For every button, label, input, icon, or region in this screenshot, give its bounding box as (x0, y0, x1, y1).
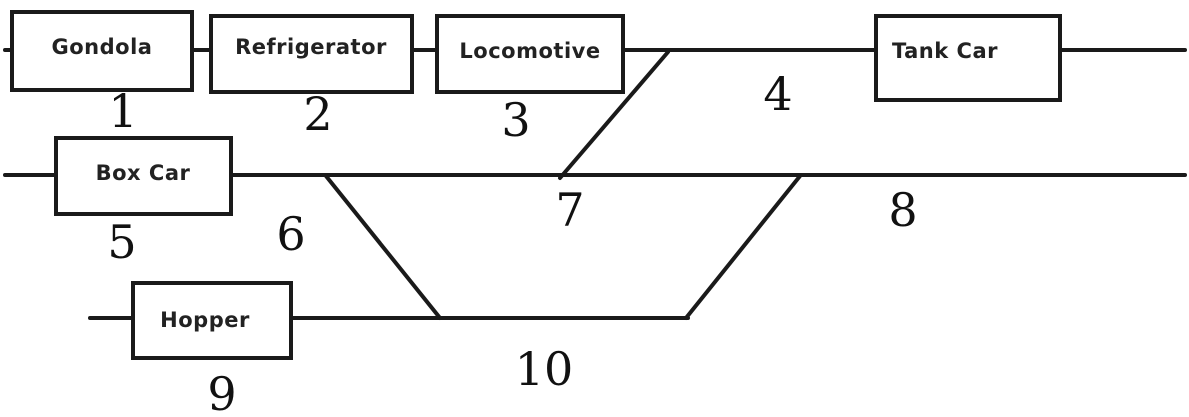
car-locomotive: Locomotive (435, 14, 625, 94)
segment-number-9: 9 (207, 367, 236, 417)
car-box-car: Box Car (54, 136, 233, 216)
car-box (54, 136, 233, 216)
track-switch-6-10 (324, 174, 442, 320)
segment-number-8: 8 (888, 183, 917, 237)
car-label: Box Car (96, 161, 191, 185)
car-box (10, 10, 194, 92)
car-hopper: Hopper (131, 281, 293, 360)
segment-number-4: 4 (763, 67, 792, 121)
track-switch-4-7 (558, 50, 670, 180)
car-box (435, 14, 625, 94)
car-label: Tank Car (892, 39, 998, 63)
segment-number-2: 2 (303, 87, 332, 141)
car-box (131, 281, 293, 360)
car-label: Gondola (52, 35, 153, 59)
car-label: Refrigerator (235, 35, 387, 59)
car-label: Hopper (160, 308, 250, 332)
track-switch-8-10 (684, 174, 802, 320)
car-box (209, 14, 414, 94)
segment-number-1: 1 (108, 84, 137, 138)
car-refrigerator: Refrigerator (209, 14, 414, 94)
segment-number-7: 7 (555, 183, 584, 237)
segment-numbers: 1 2 3 4 5 6 7 8 9 10 (107, 67, 917, 417)
segment-number-5: 5 (107, 215, 136, 269)
segment-number-3: 3 (501, 93, 530, 147)
car-gondola: Gondola (10, 10, 194, 92)
car-tank-car: Tank Car (874, 14, 1062, 102)
car-label: Locomotive (459, 39, 600, 63)
segment-number-10: 10 (515, 342, 574, 396)
car-box (874, 14, 1062, 102)
segment-number-6: 6 (276, 207, 305, 261)
